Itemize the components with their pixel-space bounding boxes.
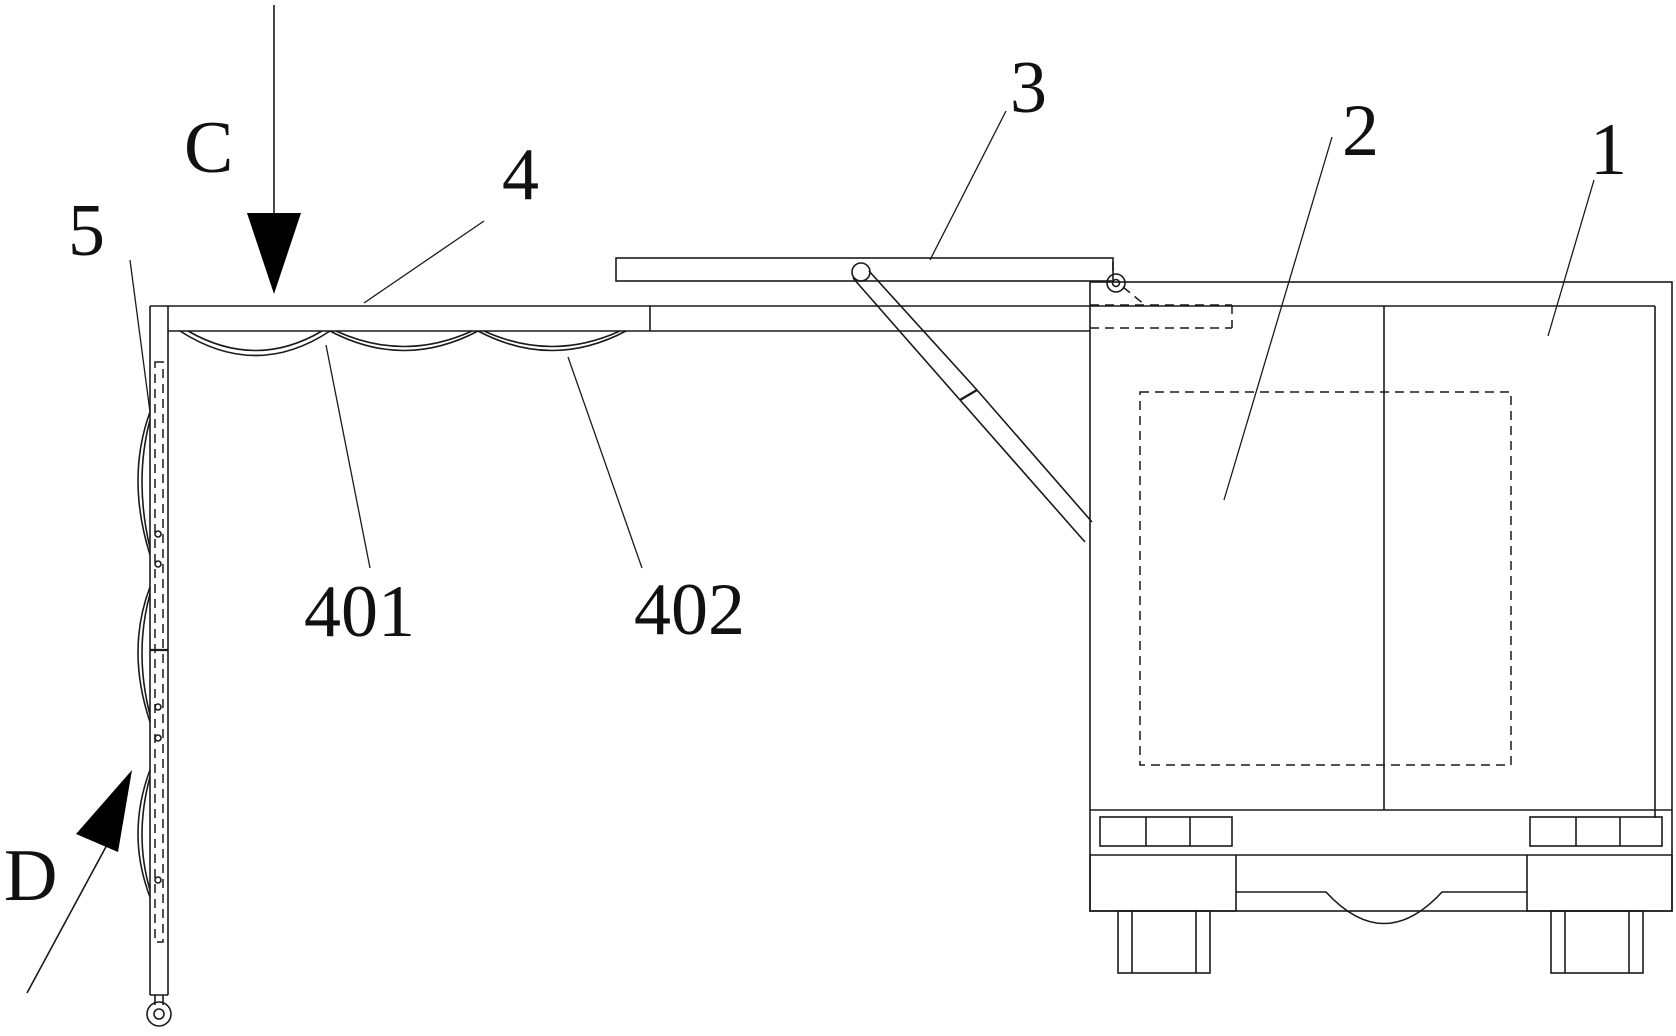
label-5: 5	[68, 190, 105, 272]
view-arrow-c	[247, 5, 301, 294]
label-c: C	[184, 107, 233, 189]
label-3: 3	[1010, 47, 1047, 129]
lid-plate	[615, 257, 1114, 282]
inner-component-hidden	[1139, 391, 1512, 766]
label-401: 401	[304, 571, 415, 653]
leader-lines	[129, 110, 1595, 569]
hanging-eyelet	[146, 1001, 172, 1027]
label-402: 402	[634, 569, 745, 651]
cabinet-body	[1089, 281, 1673, 912]
left-grille	[1099, 816, 1233, 847]
label-d: D	[4, 835, 57, 917]
gas-strut	[851, 262, 1093, 543]
right-grille	[1529, 816, 1663, 847]
label-2: 2	[1342, 90, 1379, 172]
right-foot	[1550, 910, 1644, 974]
hanging-rod	[149, 305, 169, 1005]
hinge-pin	[1106, 273, 1126, 293]
view-arrow-d	[26, 770, 132, 994]
extension-rail	[168, 305, 1090, 332]
left-foot	[1117, 910, 1211, 974]
hinge-bracket-hidden	[1090, 286, 1233, 329]
label-4: 4	[502, 134, 539, 216]
rail-hooks	[179, 330, 627, 357]
label-1: 1	[1590, 109, 1627, 191]
rod-hooks	[137, 411, 151, 898]
base-plinth	[1089, 855, 1673, 925]
